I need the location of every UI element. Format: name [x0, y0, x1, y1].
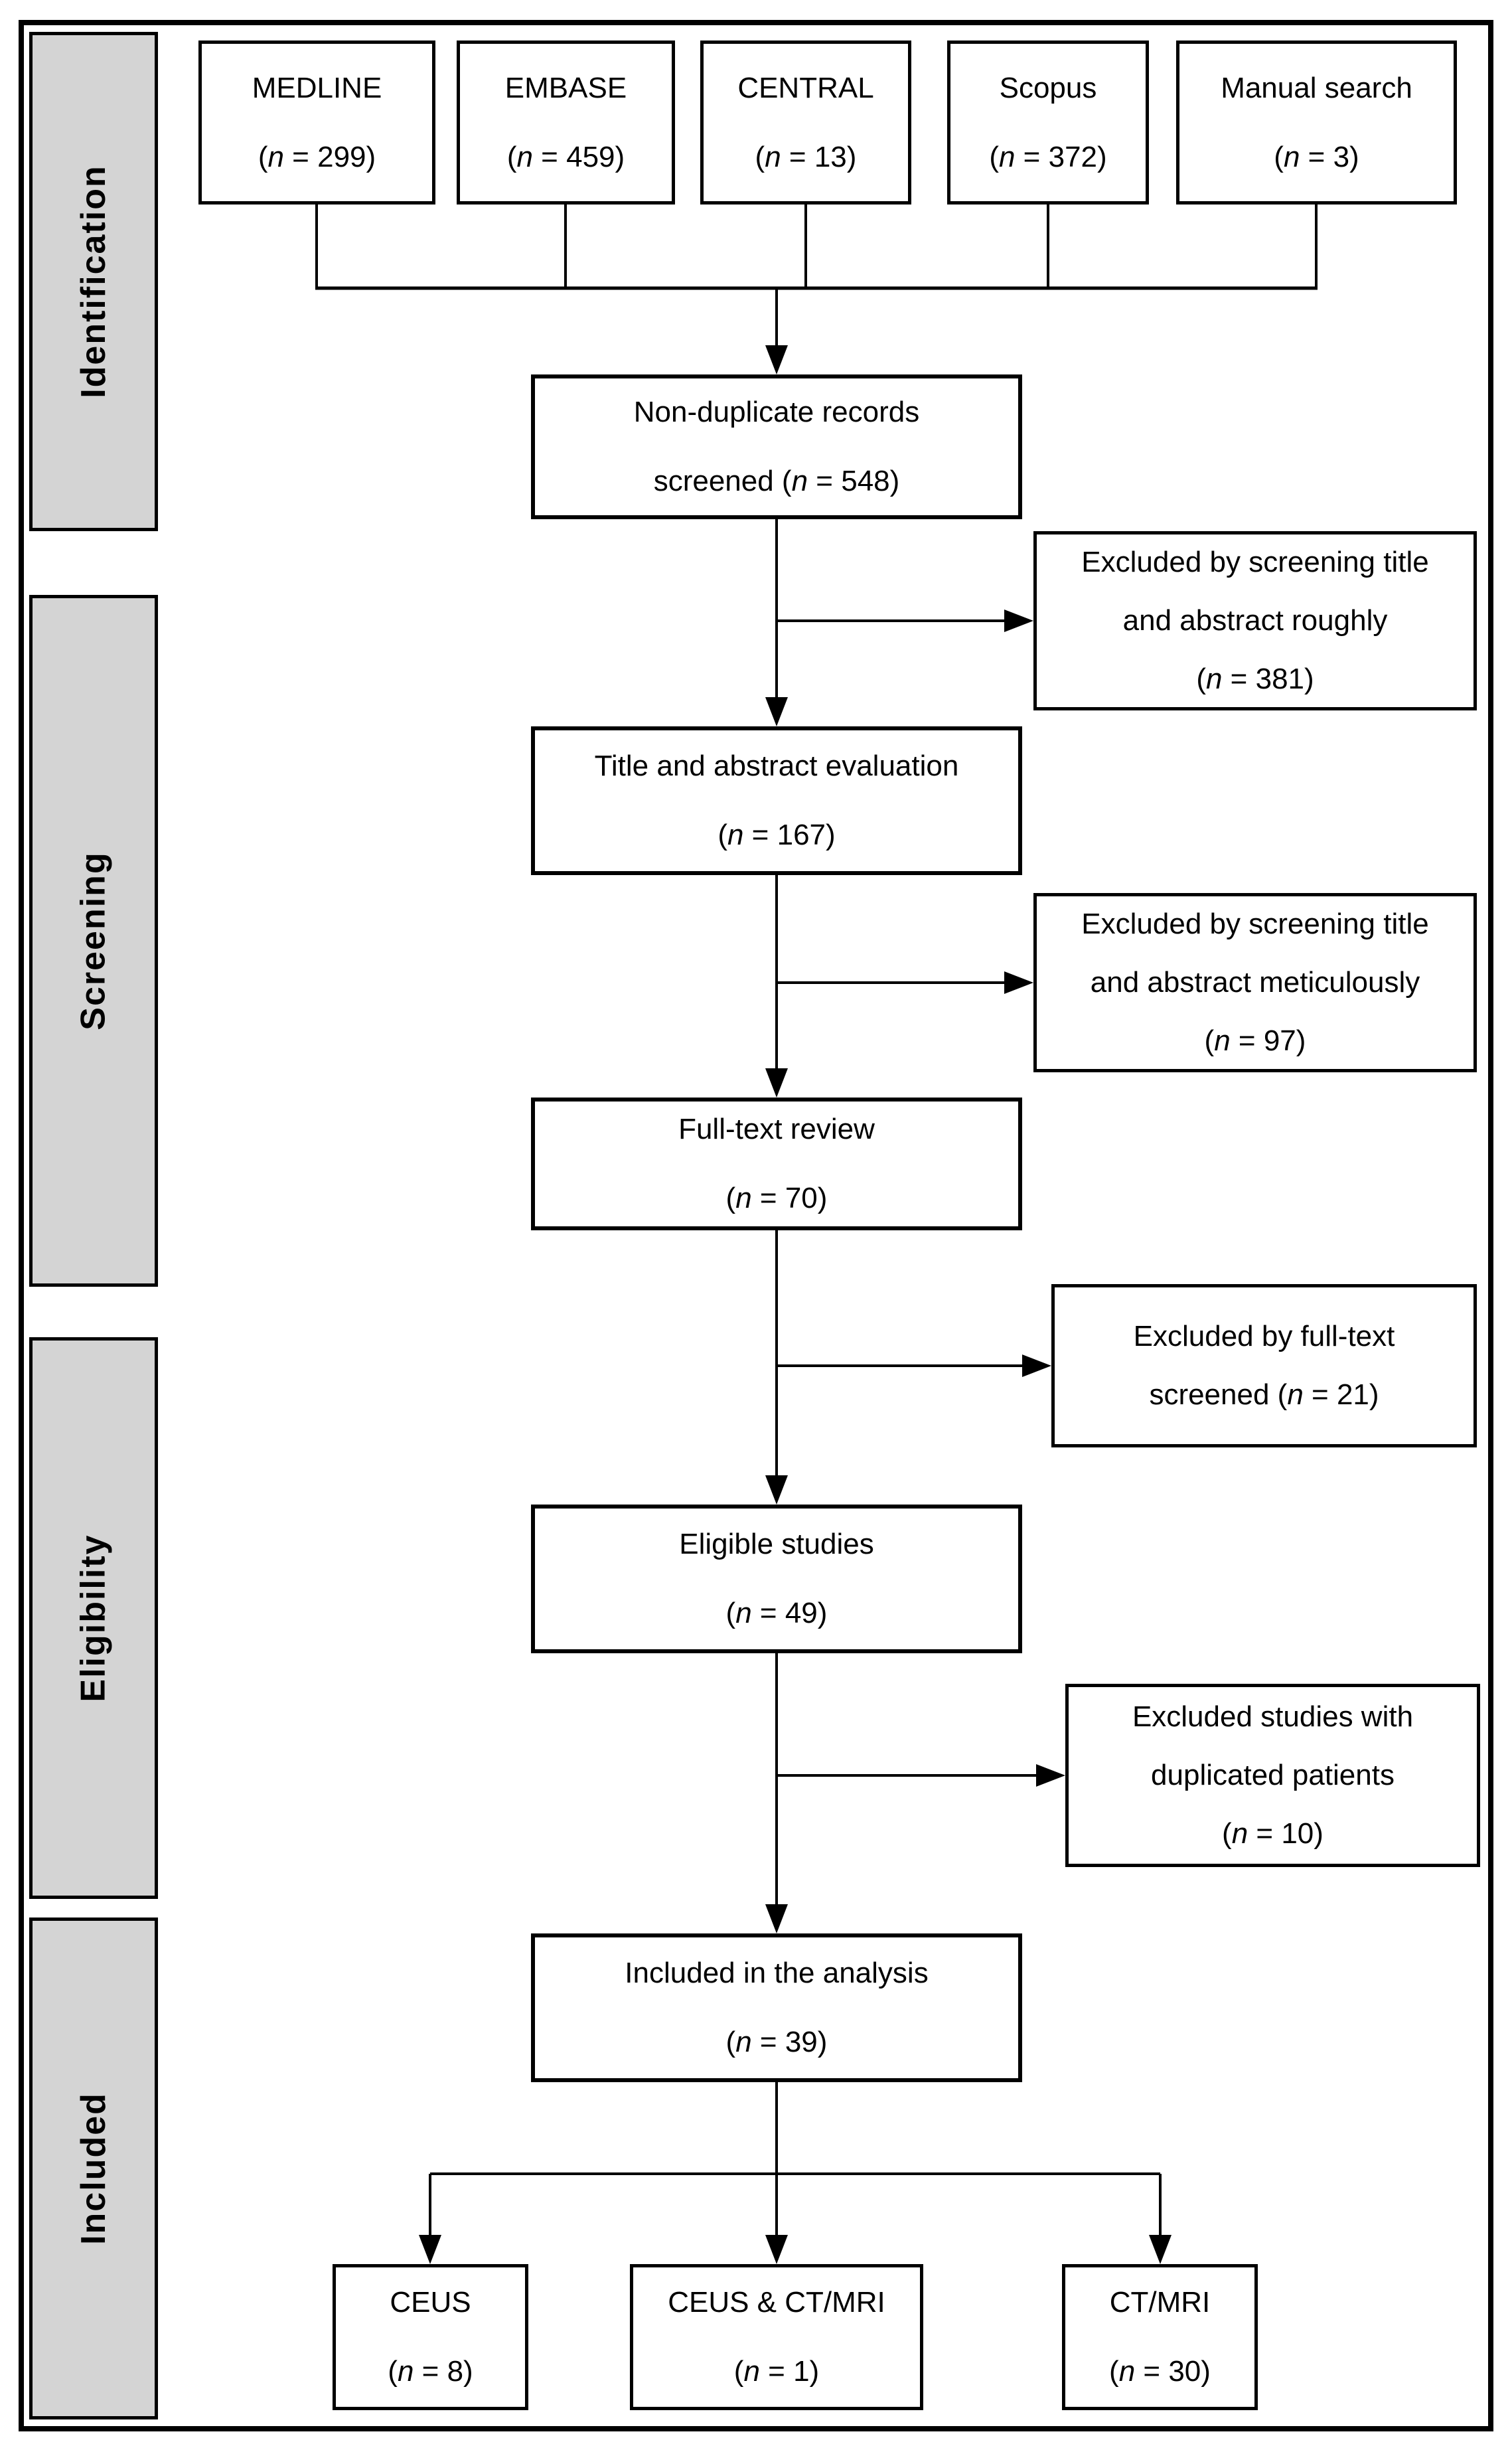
- outcome-box-ceus: CEUS (n = 8): [333, 2264, 528, 2410]
- arrowhead-excluded-meticulously: [1004, 971, 1033, 994]
- box-label: CENTRAL: [737, 71, 874, 104]
- exclusion-box-duplicated-patients: Excluded studies with duplicated patient…: [1065, 1684, 1480, 1867]
- arrowhead-excluded-duplicated: [1036, 1764, 1065, 1787]
- box-count: (n = 13): [755, 140, 857, 173]
- box-count: (n = 70): [725, 1182, 828, 1214]
- arrowhead-eligible: [765, 1475, 788, 1505]
- box-count: screened (n = 21): [1149, 1378, 1379, 1411]
- box-label: CT/MRI: [1109, 2286, 1211, 2319]
- stage-label: Included: [74, 2092, 113, 2245]
- box-count: (n = 49): [725, 1597, 828, 1629]
- box-label: and abstract roughly: [1122, 604, 1388, 637]
- box-label: Full-text review: [678, 1113, 875, 1145]
- box-label: Manual search: [1221, 71, 1412, 104]
- source-box-central: CENTRAL (n = 13): [700, 41, 911, 204]
- box-label: duplicated patients: [1151, 1759, 1395, 1791]
- arrowhead-excluded-fulltext: [1022, 1354, 1051, 1377]
- stage-eligibility: Eligibility: [29, 1337, 158, 1899]
- box-count: (n = 1): [733, 2355, 820, 2388]
- stage-screening: Screening: [29, 595, 158, 1287]
- flow-box-eligible-studies: Eligible studies (n = 49): [531, 1505, 1022, 1653]
- box-label: CEUS & CT/MRI: [668, 2286, 885, 2319]
- arrowhead-ceus: [419, 2235, 441, 2264]
- box-count: (n = 459): [506, 140, 625, 173]
- arrowhead-evaluation: [765, 697, 788, 726]
- box-label: Scopus: [999, 71, 1097, 104]
- box-label: Title and abstract evaluation: [594, 750, 959, 782]
- box-count: (n = 10): [1222, 1817, 1323, 1850]
- stage-identification: Identification: [29, 32, 158, 531]
- box-count: (n = 97): [1204, 1024, 1306, 1057]
- flow-box-non-duplicate-screened: Non-duplicate records screened (n = 548): [531, 374, 1022, 519]
- box-label: Excluded by full-text: [1133, 1320, 1395, 1352]
- exclusion-box-fulltext-screened: Excluded by full-text screened (n = 21): [1051, 1284, 1477, 1447]
- box-label: Excluded by screening title: [1081, 908, 1429, 940]
- box-count: (n = 381): [1196, 663, 1314, 695]
- box-label: Included in the analysis: [625, 1957, 929, 1989]
- box-count: (n = 3): [1274, 140, 1359, 173]
- box-count: (n = 372): [989, 140, 1107, 173]
- arrowhead-excluded-roughly: [1004, 610, 1033, 632]
- box-count: screened (n = 548): [653, 465, 900, 497]
- box-count: (n = 8): [388, 2355, 473, 2388]
- arrowhead-included: [765, 1904, 788, 1933]
- outcome-box-ctmri: CT/MRI (n = 30): [1062, 2264, 1258, 2410]
- stage-label: Screening: [74, 851, 113, 1030]
- box-label: Non-duplicate records: [633, 396, 920, 428]
- stage-label: Identification: [74, 165, 113, 398]
- box-label: MEDLINE: [252, 71, 382, 104]
- box-count: (n = 39): [725, 2026, 828, 2058]
- box-count: (n = 30): [1109, 2355, 1211, 2388]
- arrowhead-fulltext: [765, 1068, 788, 1098]
- exclusion-box-title-abstract-meticulously: Excluded by screening title and abstract…: [1033, 893, 1477, 1072]
- arrowhead-ceus-ctmri: [765, 2235, 788, 2264]
- box-count: (n = 167): [718, 819, 836, 851]
- source-box-scopus: Scopus (n = 372): [947, 41, 1149, 204]
- stage-label: Eligibility: [74, 1534, 113, 1702]
- box-label: Excluded studies with: [1132, 1700, 1414, 1733]
- arrowhead-ctmri: [1149, 2235, 1172, 2264]
- source-box-embase: EMBASE (n = 459): [457, 41, 675, 204]
- flow-box-fulltext-review: Full-text review (n = 70): [531, 1098, 1022, 1230]
- source-box-manual-search: Manual search (n = 3): [1176, 41, 1457, 204]
- box-count: (n = 299): [258, 140, 376, 173]
- arrowhead-screened: [765, 345, 788, 374]
- flow-box-included-analysis: Included in the analysis (n = 39): [531, 1933, 1022, 2082]
- box-label: Eligible studies: [679, 1528, 874, 1560]
- box-label: CEUS: [390, 2286, 471, 2319]
- box-label: Excluded by screening title: [1081, 546, 1429, 578]
- stage-included: Included: [29, 1918, 158, 2419]
- figure-border: [19, 20, 1493, 2431]
- source-box-medline: MEDLINE (n = 299): [198, 41, 435, 204]
- flow-box-title-abstract-evaluation: Title and abstract evaluation (n = 167): [531, 726, 1022, 875]
- outcome-box-ceus-ctmri: CEUS & CT/MRI (n = 1): [630, 2264, 923, 2410]
- box-label: EMBASE: [504, 71, 627, 104]
- box-label: and abstract meticulously: [1090, 966, 1420, 999]
- exclusion-box-title-abstract-roughly: Excluded by screening title and abstract…: [1033, 531, 1477, 710]
